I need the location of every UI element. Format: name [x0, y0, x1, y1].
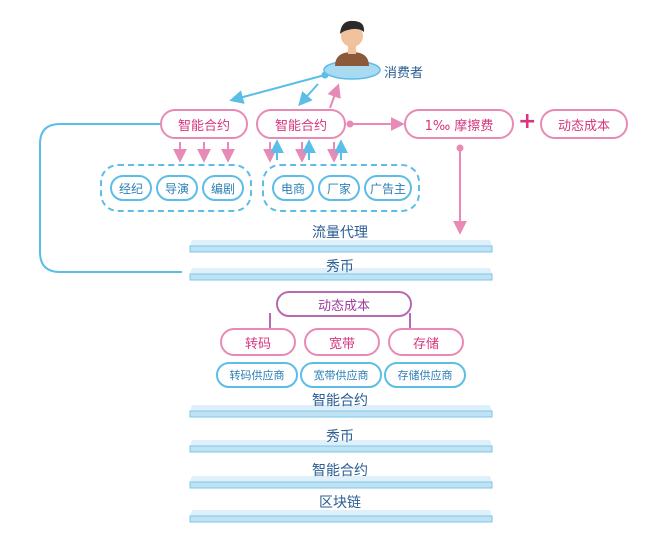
- supplier-transcoding[interactable]: 转码供应商: [216, 362, 298, 388]
- role-screenwriter[interactable]: 编剧: [202, 175, 244, 201]
- bar-xiubi-lower: [189, 440, 493, 453]
- layer-xiubi-lower-label: 秀币: [326, 429, 354, 445]
- role-manufacturer[interactable]: 厂家: [318, 175, 360, 201]
- role-director[interactable]: 导演: [156, 175, 198, 201]
- contract-right-to-consumer-arrow: [327, 83, 341, 109]
- right-contract-arrows: [263, 139, 348, 163]
- role-broker[interactable]: 经纪: [110, 175, 152, 201]
- fee-box[interactable]: 1‰ 摩擦费: [404, 109, 514, 139]
- layer-bars: [189, 240, 493, 523]
- left-role-group: [100, 164, 252, 212]
- bar-contract-1: [189, 405, 493, 418]
- resource-bandwidth[interactable]: 宽带: [304, 328, 380, 356]
- dynamic-cost-center[interactable]: 动态成本: [276, 291, 412, 317]
- bar-traffic-agent: [189, 240, 493, 253]
- layer-blockchain-label: 区块链: [319, 495, 361, 511]
- left-loop-connector: [39, 123, 182, 273]
- supplier-storage[interactable]: 存储供应商: [384, 362, 466, 388]
- supplier-bandwidth[interactable]: 宽带供应商: [300, 362, 382, 388]
- consumer-to-contract-left-arrow: [229, 74, 326, 104]
- bar-contract-2: [189, 476, 493, 489]
- role-ecommerce[interactable]: 电商: [272, 175, 314, 201]
- role-advertiser[interactable]: 广告主: [364, 175, 412, 201]
- contract-fee-dot: [346, 120, 354, 128]
- bar-xiubi-upper: [189, 268, 493, 281]
- left-contract-arrows: [173, 142, 235, 163]
- right-role-group: [262, 164, 420, 212]
- dynamic-cost-top[interactable]: 动态成本: [540, 109, 628, 139]
- consumer-avatar: [323, 20, 381, 80]
- contract-right[interactable]: 智能合约: [256, 109, 346, 139]
- bar-blockchain: [189, 510, 493, 523]
- layer-contract-2-label: 智能合约: [312, 463, 368, 479]
- consumer-label: 消费者: [384, 66, 424, 81]
- fee-down-dot: [456, 144, 464, 152]
- contract-left[interactable]: 智能合约: [160, 109, 248, 139]
- layer-traffic-agent-label: 流量代理: [312, 225, 368, 241]
- resource-transcoding[interactable]: 转码: [220, 328, 296, 356]
- consumer-to-contract-right-arrow: [298, 83, 319, 107]
- resource-storage[interactable]: 存储: [388, 328, 464, 356]
- layer-xiubi-upper-label: 秀币: [326, 259, 354, 275]
- dynamic-cost-tree-lines: [269, 313, 411, 328]
- plus-sign: +: [518, 109, 537, 134]
- layer-contract-1-label: 智能合约: [312, 393, 368, 409]
